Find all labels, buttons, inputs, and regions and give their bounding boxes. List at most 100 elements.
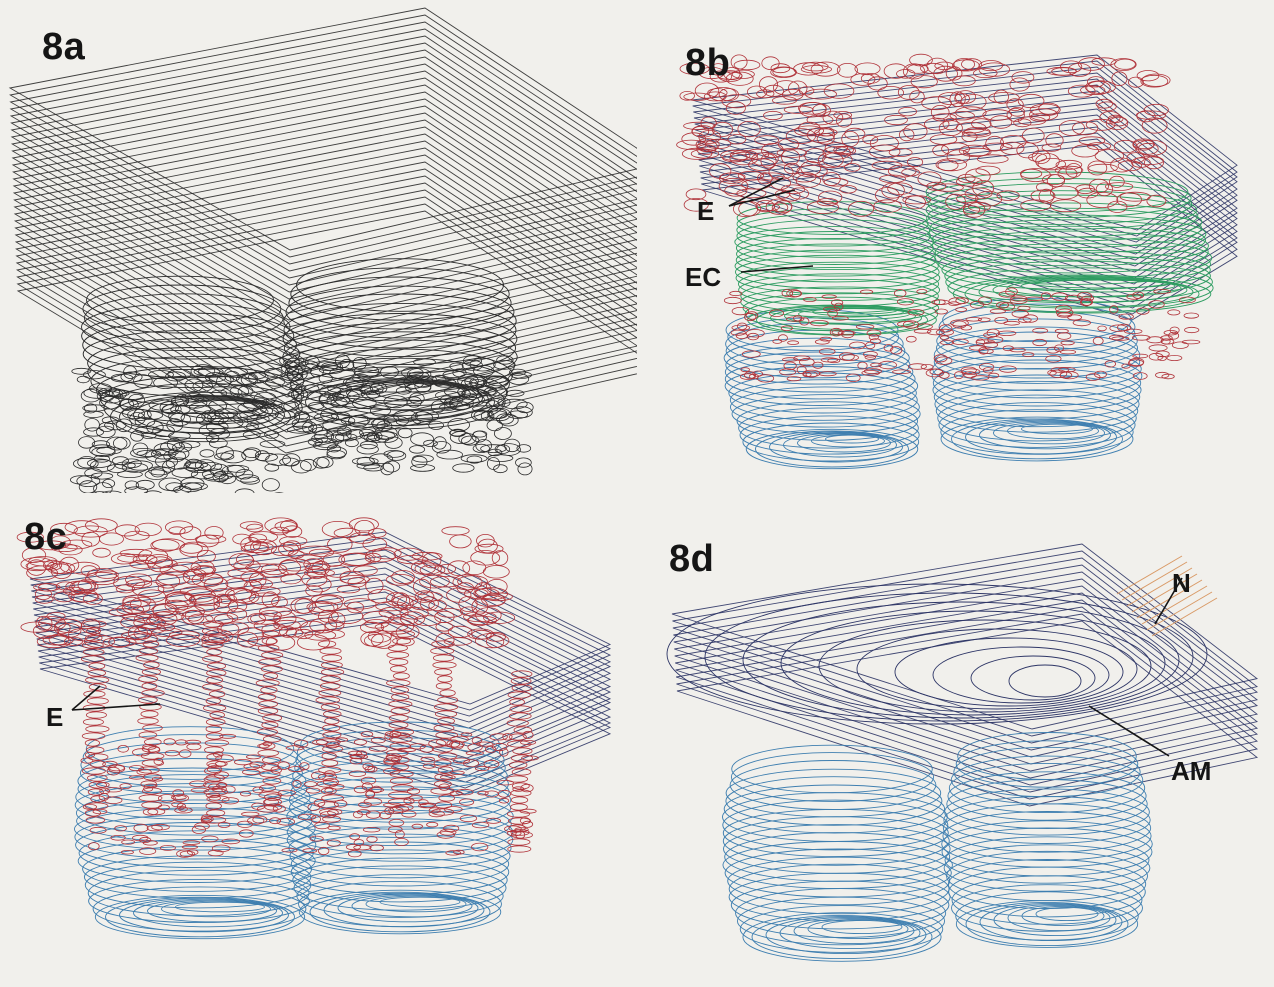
cell-outline <box>939 121 962 136</box>
cell-outline <box>411 433 434 446</box>
panel-8b: 8b E EC <box>637 0 1274 493</box>
cell-outline <box>508 692 530 698</box>
panel-label-8b: 8b <box>685 44 730 82</box>
cell-outline <box>1017 143 1039 158</box>
cell-outline <box>502 399 527 409</box>
callout-e: E <box>697 198 714 224</box>
cell-outline <box>85 572 118 584</box>
cell-outline <box>262 638 277 644</box>
cell-outline <box>207 796 229 802</box>
cell-outline <box>949 302 959 306</box>
cell-outline <box>511 797 528 803</box>
cell-outline <box>206 726 222 732</box>
cell-outline <box>1098 326 1107 331</box>
cell-outline <box>878 86 904 99</box>
cell-outline <box>206 733 223 739</box>
panel-label-8d: 8d <box>669 540 714 578</box>
cell-outline <box>779 335 788 342</box>
cell-outline <box>438 718 455 724</box>
cell-outline <box>253 543 273 550</box>
cell-outline <box>508 839 530 845</box>
cell-outline <box>383 461 399 472</box>
cell-outline <box>433 662 456 668</box>
cell-outline <box>258 750 279 756</box>
cell-outline <box>151 540 179 552</box>
cell-outline <box>187 744 201 750</box>
cell-outline <box>421 757 435 761</box>
cell-outline <box>118 554 148 562</box>
cell-outline <box>1145 156 1164 168</box>
cell-outline <box>956 308 967 312</box>
membrane-contour <box>705 593 1193 721</box>
cell-outline <box>137 450 161 456</box>
cross-section-contour <box>88 338 300 387</box>
cell-outline <box>203 684 223 690</box>
cell-outline <box>1055 166 1083 174</box>
cell-outline <box>125 487 148 493</box>
cell-outline <box>281 574 301 584</box>
cell-outline <box>1093 337 1103 344</box>
cell-outline <box>321 669 343 675</box>
cell-outline <box>139 697 158 703</box>
cell-outline <box>242 770 259 775</box>
cell-outline <box>327 840 340 846</box>
cell-outline <box>259 659 281 665</box>
cell-outline <box>898 321 915 326</box>
cell-outline <box>732 70 754 78</box>
cell-outline <box>855 63 880 75</box>
cell-outline <box>229 554 254 569</box>
cell-outline <box>306 586 323 596</box>
membrane-contour <box>1009 665 1081 697</box>
cross-section-contour <box>1022 424 1093 434</box>
cell-outline <box>990 116 1012 129</box>
cell-outline <box>384 396 407 408</box>
panel-8c-reconstruction <box>0 494 637 987</box>
cell-outline <box>1105 361 1116 367</box>
cell-outline <box>248 372 268 383</box>
cell-outline <box>1021 200 1051 211</box>
cell-outline <box>156 574 180 588</box>
cell-outline <box>976 166 1000 175</box>
cell-outline <box>821 358 838 362</box>
cell-outline <box>200 450 214 457</box>
cell-outline <box>514 727 532 733</box>
cell-outline <box>990 309 1005 313</box>
cell-outline <box>389 722 408 728</box>
cell-outline <box>1087 192 1118 207</box>
cell-outline <box>434 725 454 731</box>
cell-outline <box>180 542 208 557</box>
cell-outline <box>263 715 282 721</box>
cell-outline <box>77 376 89 383</box>
cell-outline <box>283 526 302 538</box>
cell-outline <box>320 648 341 654</box>
cell-outline <box>136 655 158 661</box>
cell-outline <box>366 811 380 818</box>
cell-outline <box>955 91 975 104</box>
cell-outline <box>390 659 408 665</box>
cell-outline <box>1046 134 1063 147</box>
callout-n: N <box>1172 570 1191 596</box>
cell-outline <box>439 795 455 801</box>
cell-outline <box>1117 193 1142 207</box>
cell-outline <box>113 437 130 449</box>
callout-am: AM <box>1171 758 1211 784</box>
cell-outline <box>375 623 408 632</box>
cell-outline <box>249 532 277 543</box>
cell-outline <box>324 711 342 717</box>
cell-outline <box>364 798 382 805</box>
cell-outline <box>486 579 507 593</box>
cell-outline <box>906 336 916 342</box>
cell-outline <box>297 635 329 650</box>
callout-ec: EC <box>685 264 721 290</box>
cell-outline <box>440 690 455 696</box>
cell-outline <box>404 798 414 804</box>
cell-outline <box>113 457 129 465</box>
cell-outline <box>262 479 279 491</box>
cell-outline <box>390 778 412 784</box>
cross-section-contour <box>176 902 265 912</box>
cell-outline <box>512 671 532 677</box>
cell-outline <box>822 295 836 299</box>
cross-section-contour <box>934 332 1140 378</box>
cell-outline <box>185 379 203 392</box>
